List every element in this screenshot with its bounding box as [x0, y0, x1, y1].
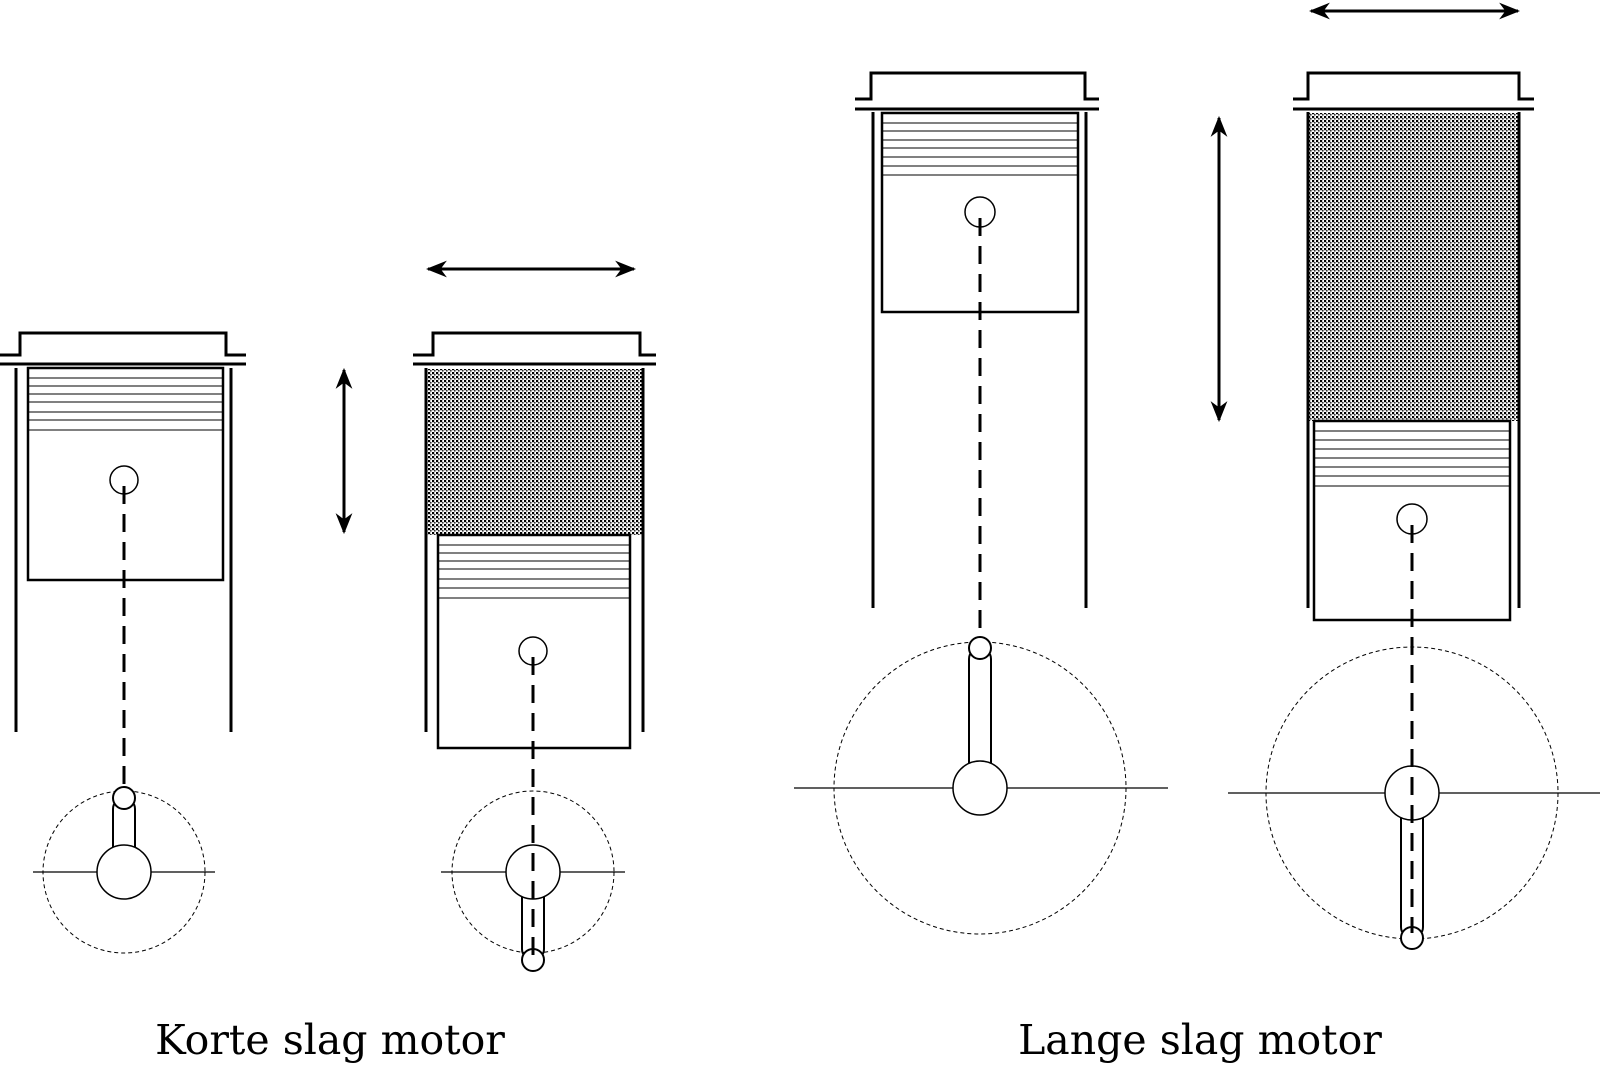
caption-long-stroke: Lange slag motor: [1018, 1016, 1382, 1064]
caption-short-stroke: Korte slag motor: [155, 1016, 505, 1064]
crankpin: [112, 786, 136, 810]
crankpin: [968, 636, 992, 660]
long-stroke-bdc: [1228, 71, 1600, 950]
crankshaft: [96, 844, 152, 900]
piston-rings: [1314, 430, 1510, 487]
short-stroke-bdc: [413, 331, 656, 972]
combustion-chamber: [1308, 113, 1519, 421]
long-stroke-tdc: [794, 71, 1168, 935]
short-stroke-tdc: [0, 331, 246, 954]
piston-rings: [28, 377, 223, 431]
cylinder-head: [855, 71, 1099, 111]
cylinder-head: [0, 331, 246, 366]
piston-rings: [882, 122, 1078, 176]
cylinder-head: [413, 331, 656, 366]
crankshaft: [952, 760, 1008, 816]
combustion-chamber: [426, 369, 642, 535]
cylinder-head: [1293, 71, 1534, 111]
piston-rings: [438, 544, 630, 599]
